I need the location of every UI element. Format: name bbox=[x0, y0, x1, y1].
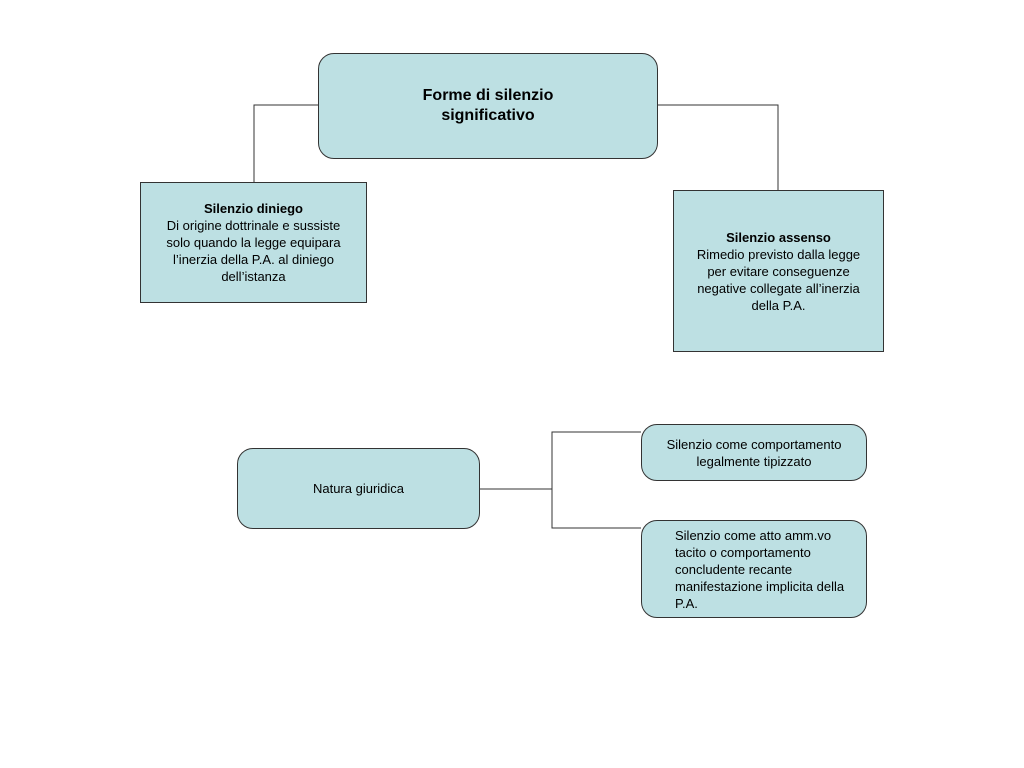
silenzio-diniego-body: Di origine dottrinale e sussiste solo qu… bbox=[166, 218, 341, 284]
atto-tacito-node: Silenzio come atto amm.vo tacito o compo… bbox=[641, 520, 867, 618]
comportamento-tipizzato-label: Silenzio come comportamento legalmente t… bbox=[666, 436, 842, 469]
root-node: Forme di silenzio significativo bbox=[318, 53, 658, 159]
silenzio-diniego-node: Silenzio diniego Di origine dottrinale e… bbox=[140, 182, 367, 303]
connector-natura-to-comportamento bbox=[551, 431, 641, 489]
silenzio-assenso-node: Silenzio assenso Rimedio previsto dalla … bbox=[673, 190, 884, 352]
connector-root-to-assenso bbox=[658, 104, 779, 190]
silenzio-assenso-body: Rimedio previsto dalla legge per evitare… bbox=[696, 246, 861, 313]
comportamento-tipizzato-node: Silenzio come comportamento legalmente t… bbox=[641, 424, 867, 481]
atto-tacito-label: Silenzio come atto amm.vo tacito o compo… bbox=[675, 527, 845, 611]
connector-root-to-diniego bbox=[253, 104, 318, 182]
connector-natura-to-atto bbox=[551, 489, 641, 529]
natura-giuridica-node: Natura giuridica bbox=[237, 448, 480, 529]
root-node-label: Forme di silenzio significativo bbox=[422, 87, 554, 124]
silenzio-assenso-heading: Silenzio assenso bbox=[726, 229, 831, 245]
silenzio-diniego-heading: Silenzio diniego bbox=[204, 201, 303, 216]
natura-giuridica-label: Natura giuridica bbox=[312, 481, 405, 496]
